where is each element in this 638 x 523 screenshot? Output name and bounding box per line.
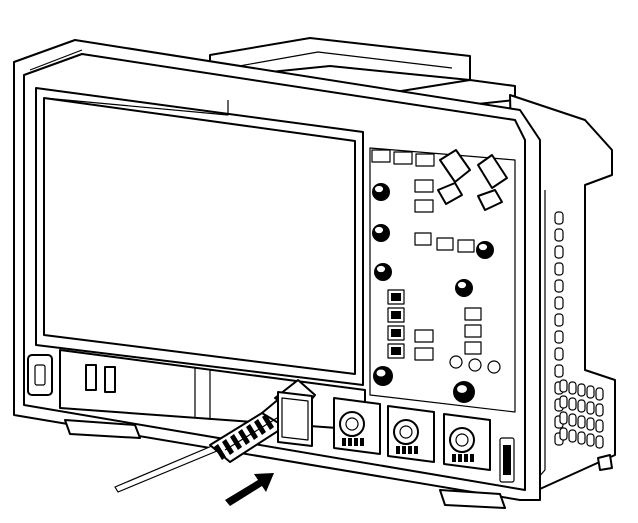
rear-detail [499, 437, 515, 483]
knob-icon[interactable] [374, 263, 392, 281]
screen [35, 87, 364, 386]
knob-icon[interactable] [476, 241, 494, 259]
knob-icon[interactable] [373, 366, 393, 386]
nav-button[interactable] [477, 154, 508, 189]
arrow-icon [225, 473, 274, 506]
control-panel [369, 147, 516, 413]
bnc-connector-target [277, 391, 313, 447]
nav-button[interactable] [439, 149, 471, 183]
bnc-connector-icon [443, 413, 491, 471]
bnc-inputs [333, 397, 491, 471]
feet [64, 419, 613, 509]
rear-vents [559, 379, 604, 449]
usb-port [85, 364, 97, 391]
knob-icon[interactable] [455, 279, 473, 297]
probe [114, 379, 316, 493]
knobs [372, 183, 494, 403]
channel-buttons [387, 289, 405, 359]
bnc-connector-icon [387, 405, 435, 463]
usb-port [104, 366, 116, 393]
round-buttons [449, 355, 501, 374]
knob-icon[interactable] [372, 224, 390, 242]
nav-button[interactable] [437, 182, 463, 205]
bnc-connector-icon [333, 397, 381, 455]
nav-button[interactable] [477, 189, 503, 211]
knob-icon[interactable] [453, 381, 475, 403]
knob-icon[interactable] [372, 183, 390, 201]
